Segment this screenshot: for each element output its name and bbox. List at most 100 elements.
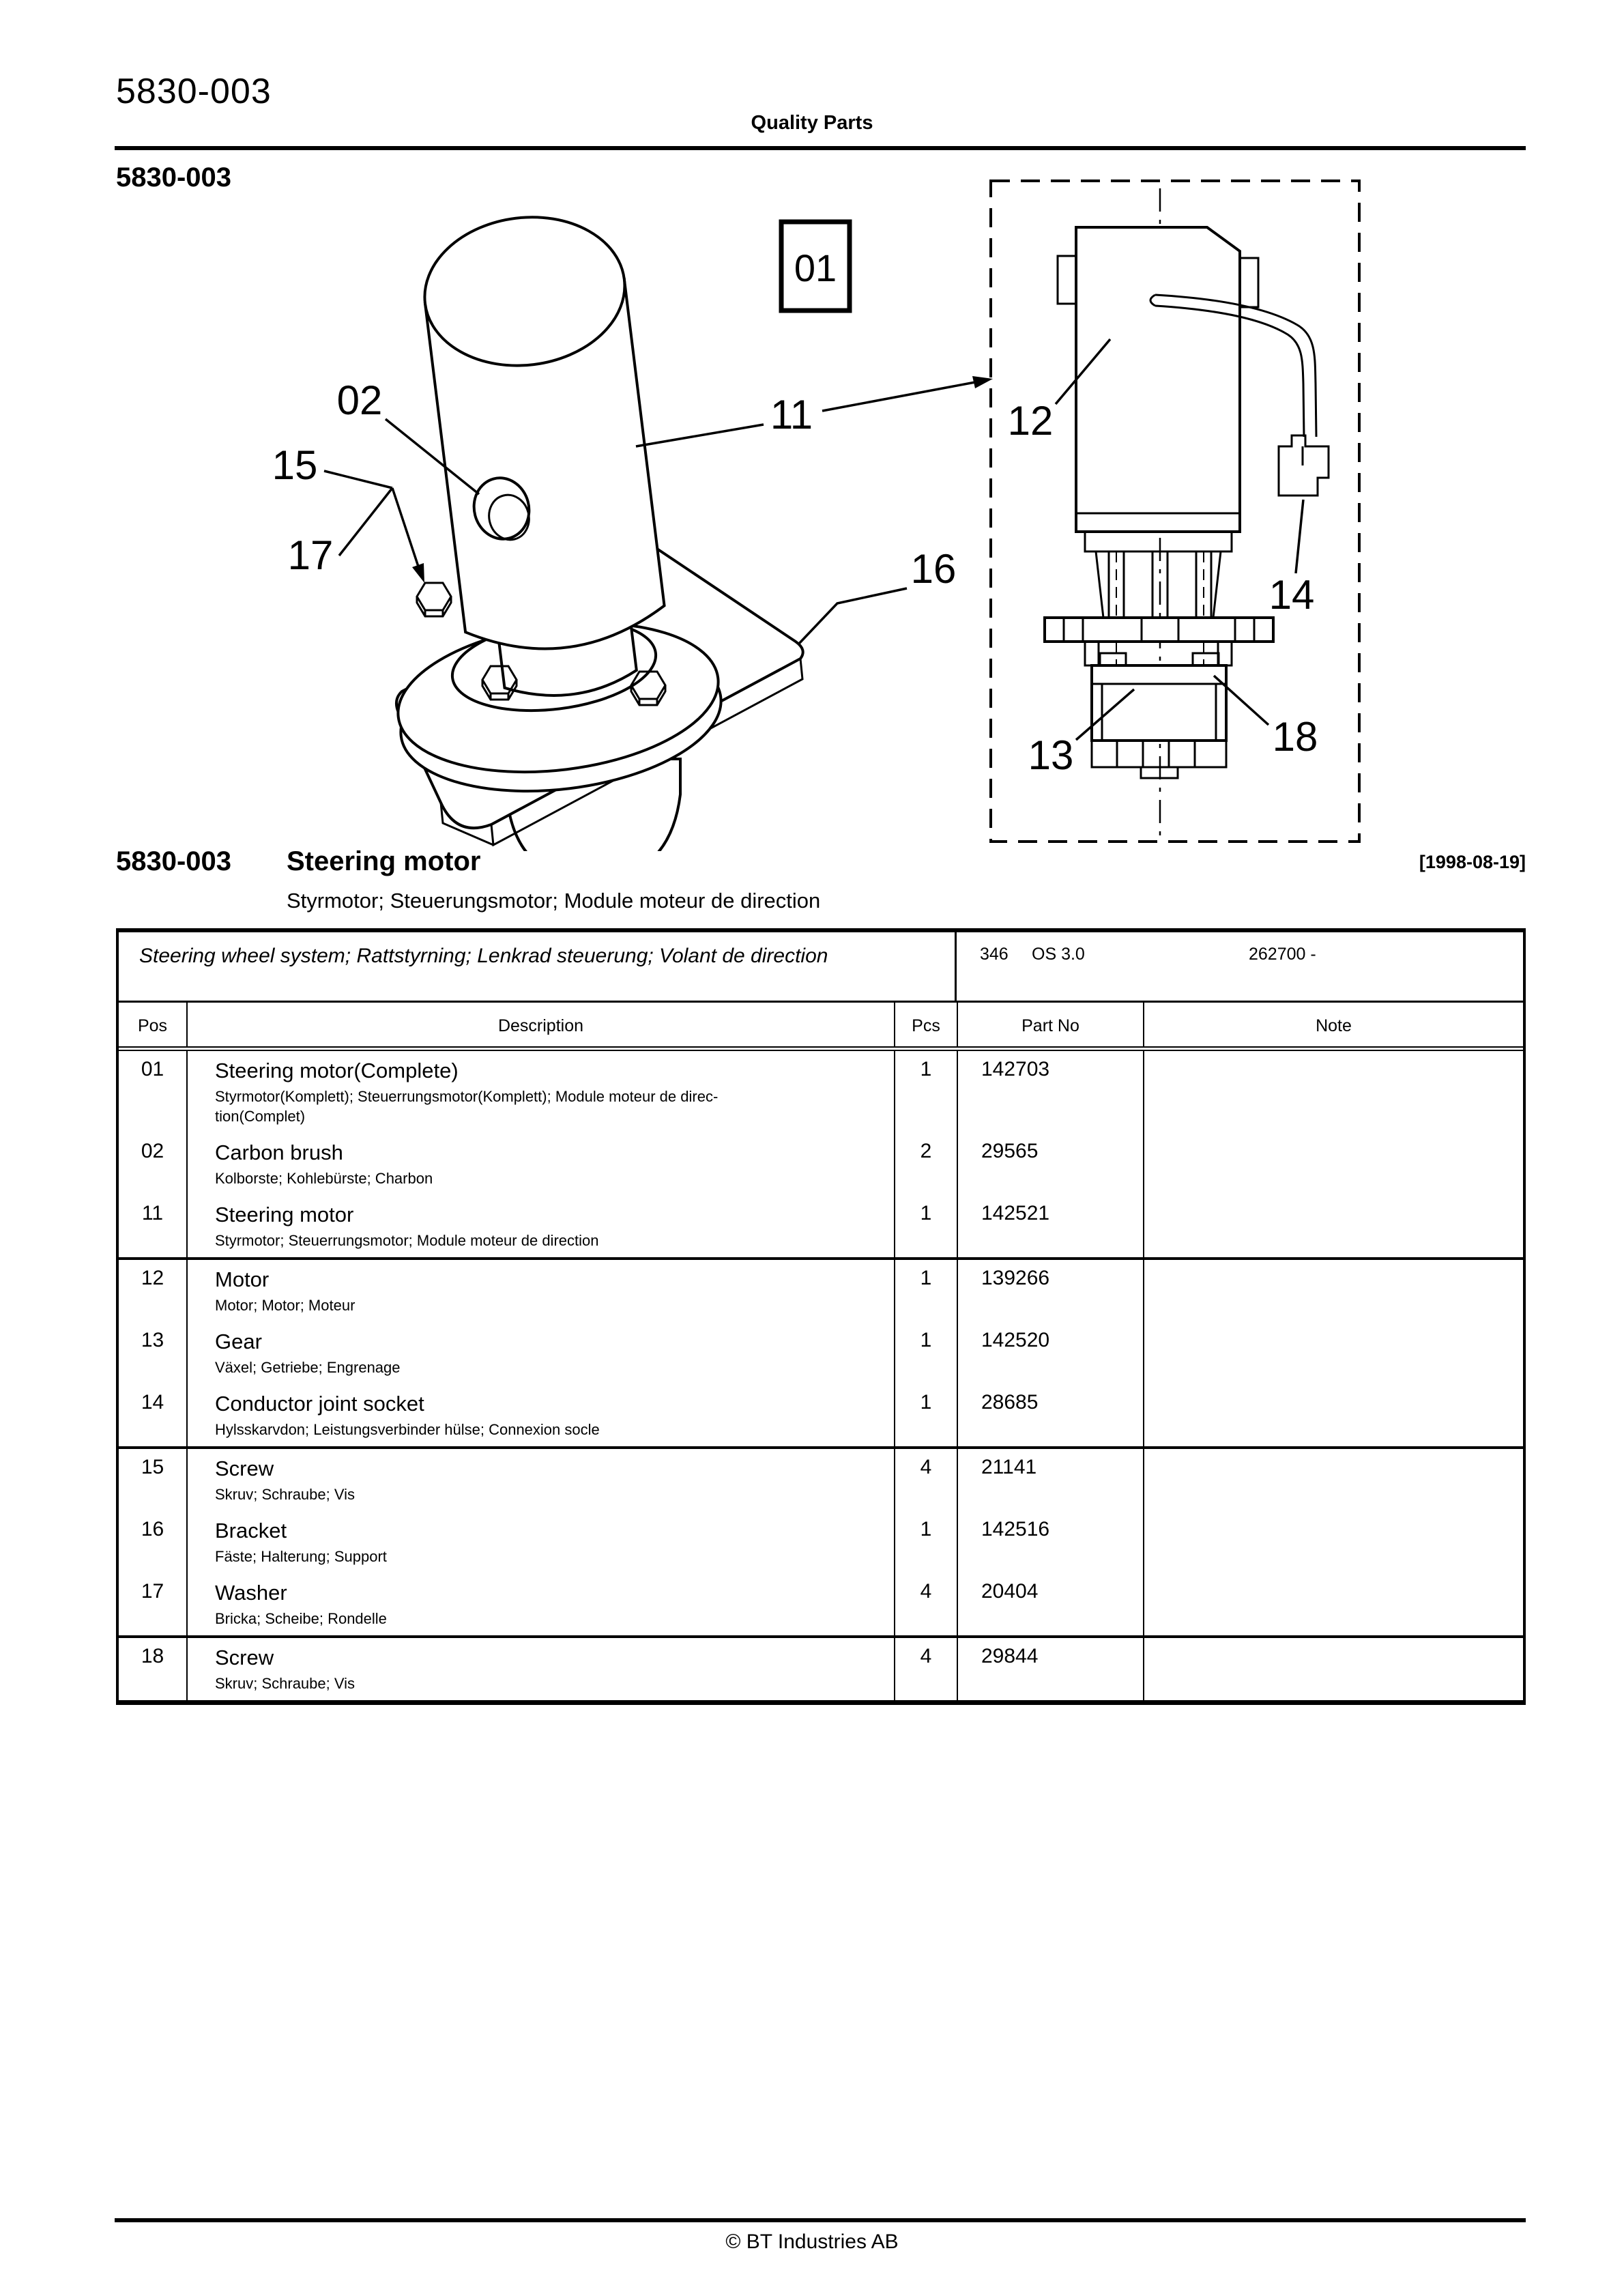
row-description-translations: Hylsskarvdon; Leistungsverbinder hülse; …	[215, 1421, 600, 1438]
row-partno: 21141	[957, 1449, 1143, 1511]
row-description-main: Gear	[215, 1330, 262, 1353]
row-partno: 139266	[957, 1260, 1143, 1322]
table-row: 15 Screw Skruv; Schraube; Vis 4 21141	[119, 1449, 1523, 1511]
row-pos: 14	[141, 1391, 164, 1414]
header-divider	[115, 146, 1526, 150]
row-description: Washer Bricka; Scheibe; Rondelle	[186, 1573, 894, 1635]
row-note	[1143, 1195, 1523, 1257]
system-version: OS 3.0	[1032, 945, 1085, 964]
row-partno: 142520	[957, 1322, 1143, 1384]
parts-table: Steering wheel system; Rattstyrning; Len…	[116, 928, 1526, 1705]
table-row: 11 Steering motor Styrmotor; Steuerrungs…	[119, 1195, 1523, 1260]
row-description-translations: Fäste; Halterung; Support	[215, 1548, 387, 1565]
callout-17: 17	[288, 532, 334, 578]
row-note	[1143, 1511, 1523, 1573]
callout-02: 02	[337, 377, 383, 423]
callout-16: 16	[911, 546, 957, 592]
row-pcs: 1	[894, 1384, 957, 1446]
callout-18: 18	[1273, 714, 1318, 760]
row-description-main: Screw	[215, 1456, 274, 1480]
row-pos: 17	[141, 1580, 164, 1603]
col-partno: Part No	[957, 1003, 1143, 1046]
callout-01: 01	[794, 246, 837, 289]
page-title: Quality Parts	[751, 112, 873, 134]
callout-13: 13	[1028, 732, 1074, 778]
system-meta: 346 OS 3.0 262700 -	[955, 932, 1523, 1001]
row-description-main: Motor	[215, 1267, 270, 1291]
table-row: 14 Conductor joint socket Hylsskarvdon; …	[119, 1384, 1523, 1449]
row-pcs: 1	[894, 1511, 957, 1573]
row-description-translations: Motor; Motor; Moteur	[215, 1297, 356, 1314]
arrowhead	[972, 376, 993, 388]
section-subtitle: Styrmotor; Steuerungsmotor; Module moteu…	[287, 889, 821, 913]
callout-11: 11	[770, 392, 813, 437]
row-description: Conductor joint socket Hylsskarvdon; Lei…	[186, 1384, 894, 1446]
row-description: Steering motor Styrmotor; Steuerrungsmot…	[186, 1195, 894, 1257]
col-description: Description	[186, 1003, 894, 1046]
callout-15: 15	[272, 442, 318, 488]
table-row: 13 Gear Växel; Getriebe; Engrenage 1 142…	[119, 1322, 1523, 1384]
row-description-main: Bracket	[215, 1519, 287, 1542]
row-pos: 16	[141, 1518, 164, 1540]
callout-12: 12	[1008, 398, 1054, 444]
row-partno: 29565	[957, 1133, 1143, 1195]
row-note	[1143, 1573, 1523, 1635]
view-01-box	[779, 219, 852, 313]
row-note	[1143, 1260, 1523, 1322]
assembly-isometric-view	[394, 216, 804, 882]
row-pcs: 1	[894, 1051, 957, 1133]
row-description: Steering motor(Complete) Styrmotor(Kompl…	[186, 1051, 894, 1133]
screw-icon	[416, 582, 452, 618]
row-pos: 18	[141, 1645, 164, 1667]
row-pcs: 1	[894, 1322, 957, 1384]
section-title: Steering motor	[287, 846, 481, 876]
row-pos: 11	[141, 1202, 164, 1224]
table-row: 02 Carbon brush Kolborste; Kohlebürste; …	[119, 1133, 1523, 1195]
row-description-translations: Styrmotor; Steuerrungsmotor; Module mote…	[215, 1232, 599, 1249]
row-pcs: 4	[894, 1638, 957, 1700]
row-partno: 28685	[957, 1384, 1143, 1446]
row-note	[1143, 1384, 1523, 1446]
row-pos: 02	[141, 1140, 164, 1162]
system-code: 346	[980, 945, 1009, 964]
row-pos: 12	[141, 1267, 164, 1289]
diagram-callouts-right: 12 13 14 18	[1008, 338, 1318, 778]
row-description-main: Conductor joint socket	[215, 1392, 424, 1416]
row-description-translations: Kolborste; Kohlebürste; Charbon	[215, 1170, 433, 1187]
row-partno: 142521	[957, 1195, 1143, 1257]
row-description-translations: Bricka; Scheibe; Rondelle	[215, 1610, 387, 1627]
table-row: 01 Steering motor(Complete) Styrmotor(Ko…	[119, 1051, 1523, 1133]
row-pos: 01	[141, 1058, 164, 1080]
row-partno: 29844	[957, 1638, 1143, 1700]
row-description: Carbon brush Kolborste; Kohlebürste; Cha…	[186, 1133, 894, 1195]
table-body: 01 Steering motor(Complete) Styrmotor(Ko…	[119, 1051, 1523, 1700]
steering-motor-diagram-svg: 01 02 15 17 11 16	[272, 180, 1361, 882]
footer-divider	[115, 2218, 1526, 2222]
assembly-side-view	[989, 180, 1361, 843]
system-serial: 262700 -	[1249, 945, 1316, 964]
footer-copyright: © BT Industries AB	[725, 2230, 899, 2253]
row-description-translations: Styrmotor(Komplett); Steuerrungsmotor(Ko…	[215, 1088, 719, 1125]
table-header-row: Pos Description Pcs Part No Note	[119, 1003, 1523, 1051]
col-note: Note	[1143, 1003, 1523, 1046]
row-pcs: 2	[894, 1133, 957, 1195]
row-description: Bracket Fäste; Halterung; Support	[186, 1511, 894, 1573]
diagram-callouts-left: 01 02 15 17 11 16	[272, 219, 993, 646]
row-pcs: 1	[894, 1260, 957, 1322]
row-description-main: Steering motor(Complete)	[215, 1059, 459, 1082]
row-pcs: 4	[894, 1449, 957, 1511]
section-number: 5830-003	[116, 162, 232, 192]
row-partno: 142516	[957, 1511, 1143, 1573]
row-partno: 20404	[957, 1573, 1143, 1635]
col-pcs: Pcs	[894, 1003, 957, 1046]
row-pos: 13	[141, 1329, 164, 1351]
row-note	[1143, 1322, 1523, 1384]
row-note	[1143, 1051, 1523, 1133]
system-description: Steering wheel system; Rattstyrning; Len…	[139, 945, 828, 967]
doc-number: 5830-003	[116, 72, 272, 111]
callout-14: 14	[1269, 572, 1315, 618]
row-description-translations: Skruv; Schraube; Vis	[215, 1675, 356, 1692]
row-description: Screw Skruv; Schraube; Vis	[186, 1638, 894, 1700]
arrowhead	[412, 563, 424, 583]
